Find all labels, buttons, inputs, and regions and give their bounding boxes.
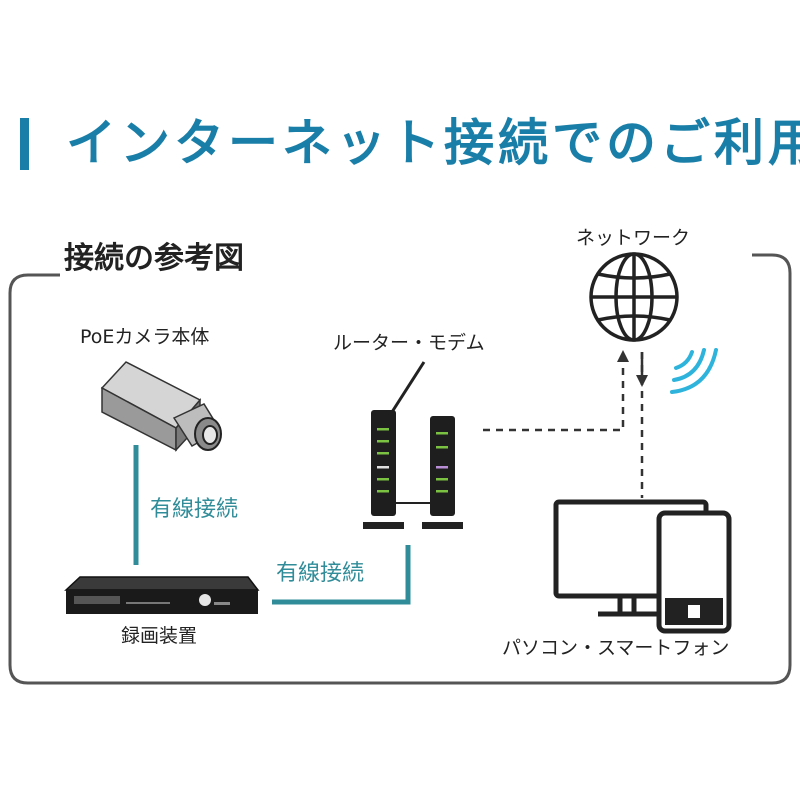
globe-icon bbox=[589, 252, 679, 342]
cable-recorder-router bbox=[272, 545, 411, 605]
wifi-icon bbox=[670, 348, 718, 394]
security-camera-icon bbox=[100, 361, 222, 452]
router-modem-icon bbox=[363, 361, 463, 529]
title-accent-bar bbox=[20, 118, 29, 170]
cable-label-recorder-router: 有線接続 bbox=[276, 561, 365, 586]
arrow-down-icon bbox=[636, 375, 648, 387]
recorder-label: 録画装置 bbox=[121, 625, 198, 647]
dashed-link-router-network bbox=[483, 362, 625, 432]
page-title: インターネット接続でのご利用 bbox=[66, 114, 800, 172]
section-heading: 接続の参考図 bbox=[64, 241, 244, 276]
recorder-icon bbox=[64, 576, 260, 614]
router-label: ルーター・モデム bbox=[333, 332, 485, 354]
cable-label-camera-recorder: 有線接続 bbox=[150, 497, 239, 522]
diagram-frame bbox=[8, 253, 792, 685]
camera-label: PoEカメラ本体 bbox=[80, 326, 210, 348]
pc-smartphone-icon bbox=[553, 499, 732, 634]
devices-label: パソコン・スマートフォン bbox=[502, 637, 730, 659]
network-label: ネットワーク bbox=[576, 227, 691, 249]
arrow-up-icon bbox=[617, 350, 629, 362]
